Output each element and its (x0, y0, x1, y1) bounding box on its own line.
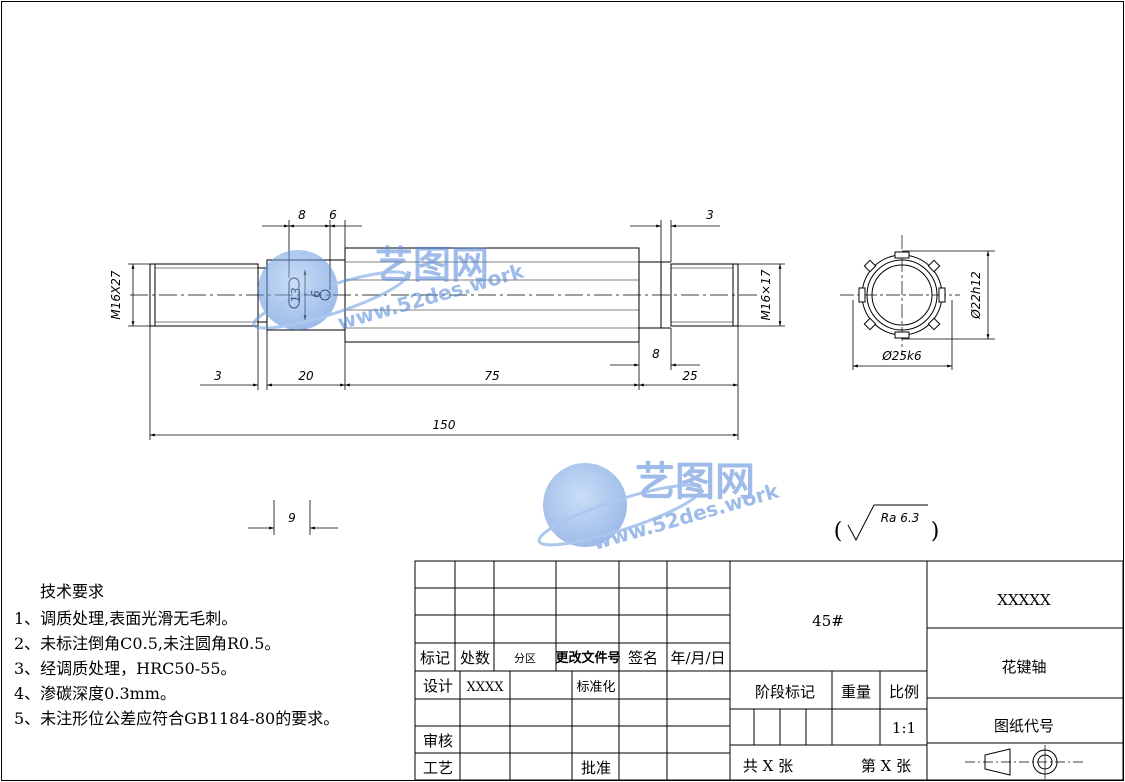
projection-symbol-icon (965, 745, 1085, 779)
tb-standardize-label: 标准化 (576, 680, 615, 695)
tb-header-date: 年/月/日 (670, 649, 725, 667)
title-block (414, 560, 1124, 781)
shaft-front-view (130, 247, 760, 343)
technical-notes: 技术要求 1、调质处理,表面光滑无毛刺。 2、未标注倒角C0.5,未注圆角R0.… (14, 582, 339, 728)
watermark-title: 艺图网 (375, 243, 489, 287)
watermark-bottom: 艺图网 www.52des.work (537, 459, 782, 555)
dim-slot-9: 9 (288, 511, 296, 525)
section-dimensions (852, 250, 995, 370)
tb-scale-value: 1:1 (892, 719, 916, 737)
dim-outer-dia: Ø25k6 (881, 349, 922, 363)
tb-total-sheets: 共 X 张 (743, 757, 793, 775)
tb-weight-label: 重量 (841, 683, 871, 701)
tb-designer: XXXX (466, 680, 504, 695)
tb-stage-label: 阶段标记 (755, 683, 815, 701)
groove (638, 261, 662, 329)
tb-company: XXXXX (997, 591, 1051, 609)
note-item: 2、未标注倒角C0.5,未注圆角R0.5。 (14, 634, 280, 653)
spline-section-view (840, 235, 960, 355)
dim-neck-20: 20 (298, 369, 314, 383)
dim-right-25: 25 (682, 369, 697, 383)
tb-header-count: 处数 (460, 649, 490, 667)
tb-scale-label: 比例 (889, 683, 919, 701)
dim-total-150: 150 (433, 418, 456, 432)
notes-title: 技术要求 (40, 582, 104, 601)
dim-inner-dia: Ø22h12 (969, 271, 983, 320)
tb-material: 45# (812, 612, 844, 630)
dim-top-3: 3 (706, 208, 714, 222)
tb-part-name: 花键轴 (1001, 658, 1046, 676)
tb-process-label: 工艺 (423, 759, 453, 777)
tb-drawing-no-label: 图纸代号 (994, 717, 1054, 735)
tb-header-sign: 签名 (628, 649, 658, 667)
dim-chamfer-3: 3 (214, 369, 222, 383)
roughness-symbol: ( Ra 6.3 ) (834, 504, 940, 544)
tb-header-mark: 标记 (420, 649, 450, 667)
note-item: 1、调质处理,表面光滑无毛刺。 (14, 609, 237, 628)
tb-header-zone: 分区 (514, 652, 536, 665)
watermark-top: 艺图网 www.52des.work (252, 243, 527, 335)
note-item: 5、未注形位公差应符合GB1184-80的要求。 (14, 709, 339, 728)
globe-icon (258, 250, 338, 330)
note-item: 3、经调质处理，HRC50-55。 (14, 659, 237, 678)
roughness-paren-close: ) (931, 519, 940, 544)
tb-approve-label: 批准 (581, 759, 611, 777)
note-item: 4、渗碳深度0.3mm。 (14, 684, 176, 703)
dim-spline-75: 75 (484, 369, 499, 383)
right-thread (670, 263, 739, 327)
tb-header-change-doc: 更改文件号 (555, 650, 620, 666)
tb-review-label: 审核 (423, 732, 453, 750)
dim-thread-left: M16X27 (109, 270, 123, 319)
dim-thread-right: M16×17 (759, 269, 773, 320)
roughness-check-icon (847, 504, 928, 542)
dim-top-6: 6 (329, 208, 337, 222)
globe-icon (543, 463, 627, 547)
roughness-label: Ra 6.3 (881, 511, 920, 525)
tb-design-label: 设计 (423, 677, 453, 695)
watermark-title: 艺图网 (635, 459, 755, 505)
roughness-paren-open: ( (834, 519, 843, 544)
tb-sheet-no: 第 X 张 (861, 757, 911, 775)
dim-groove-8: 8 (652, 347, 660, 361)
dim-top-8: 8 (298, 208, 306, 222)
